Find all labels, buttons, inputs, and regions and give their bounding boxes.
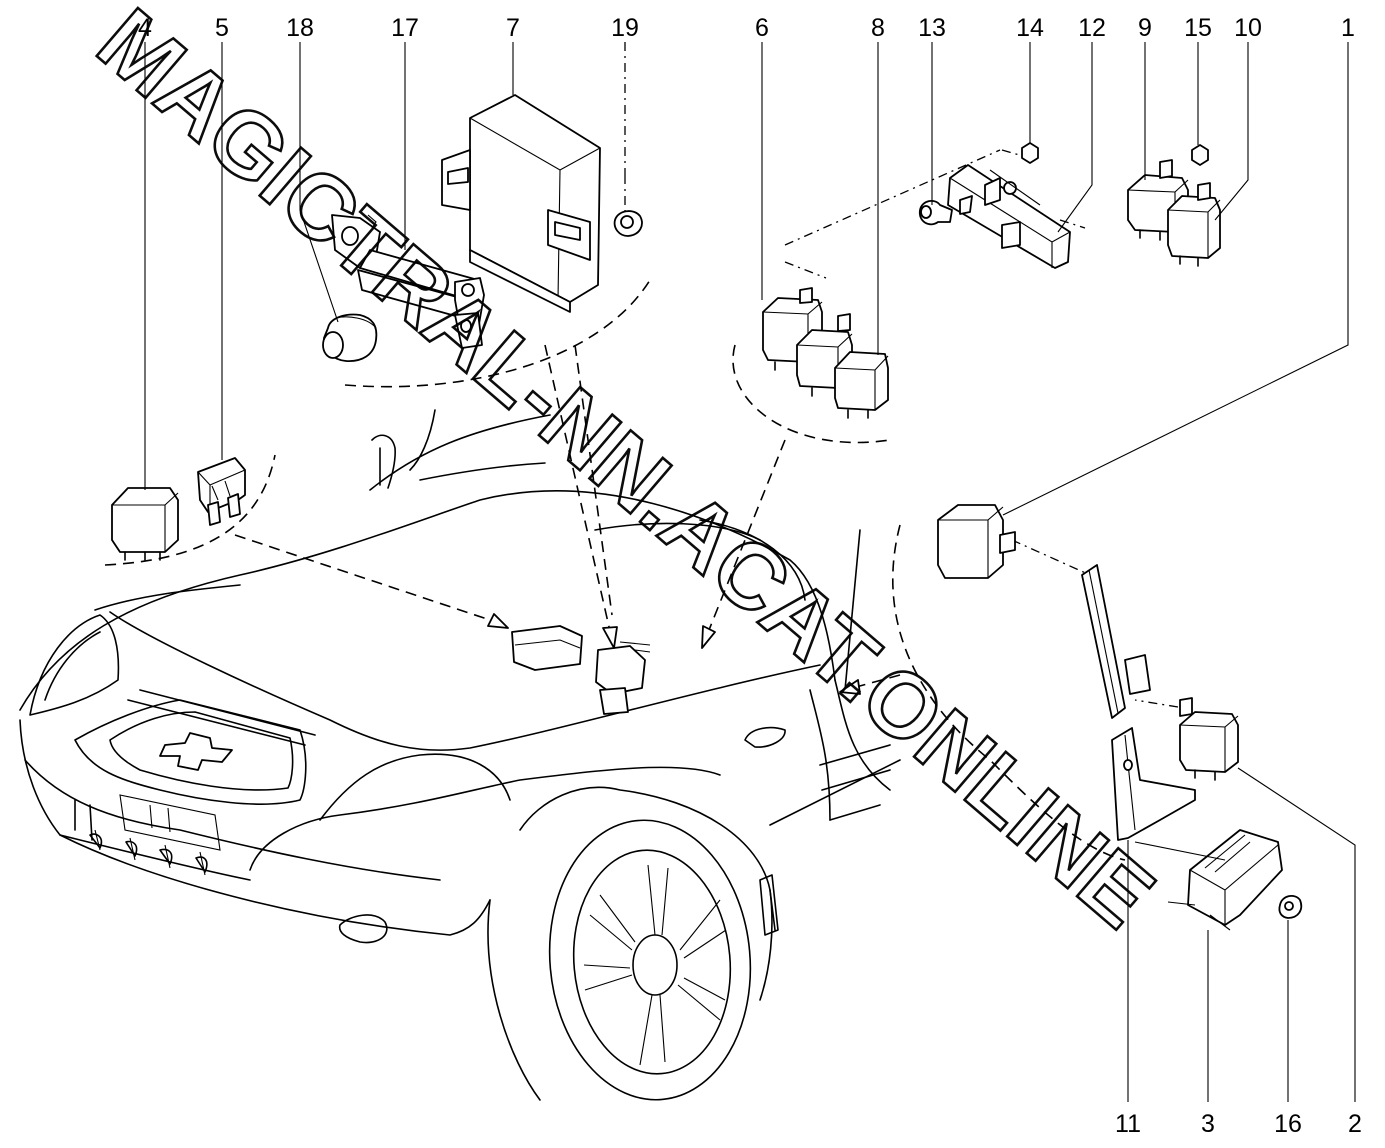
part-15-nut [1191,144,1209,166]
callout-7: 7 [506,14,520,42]
callout-14: 14 [1016,14,1044,42]
part-12-bracket [947,164,1071,269]
part-10-relay [1167,182,1221,267]
callout-13: 13 [918,14,946,42]
callout-6: 6 [755,14,769,42]
part-16-nut [1278,894,1303,919]
leader-lines [144,42,1356,1102]
part-1-relay [937,504,1016,579]
callout-9: 9 [1138,14,1152,42]
part-4-relay [111,487,179,561]
part-6-8-relays [762,287,889,419]
callout-12: 12 [1078,14,1106,42]
callout-labels: 4 5 18 17 7 19 6 8 13 14 12 9 15 10 1 11… [138,14,1362,1138]
part-13-bolt [918,199,953,226]
part-2-relay [1179,697,1239,781]
callout-11: 11 [1115,1110,1141,1138]
vehicle-outline [19,409,901,1101]
part-7-control-unit [441,94,601,313]
callout-19: 19 [611,14,639,42]
callout-15: 15 [1184,14,1212,42]
callout-10: 10 [1234,14,1262,42]
part-5-fuse [197,457,246,526]
callout-16: 16 [1274,1110,1302,1138]
part-18-bushing [322,313,378,362]
callout-3: 3 [1201,1110,1215,1138]
callout-8: 8 [871,14,885,42]
callout-1: 1 [1341,14,1355,42]
part-19-nut [613,210,643,237]
part-rail-bracket [1081,564,1151,719]
part-14-nut [1021,142,1039,164]
group-boundaries [104,279,1126,861]
callout-5: 5 [215,14,229,42]
callout-17: 17 [391,14,419,42]
part-3-module [1134,829,1283,931]
callout-18: 18 [286,14,314,42]
callout-4: 4 [138,14,152,42]
callout-2: 2 [1348,1110,1362,1138]
part-11-bracket [1111,727,1196,841]
engine-bay-relay-box [511,625,651,715]
part-17-bracket [331,214,485,349]
